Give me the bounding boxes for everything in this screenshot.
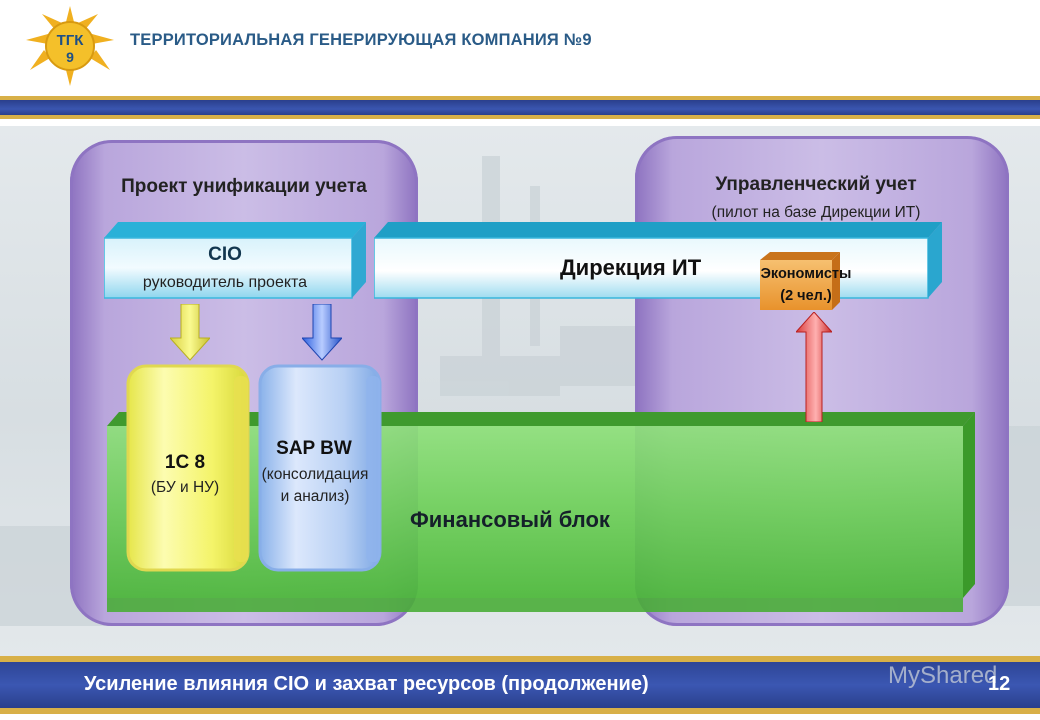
economists-count: (2 чел.) [780, 288, 832, 304]
system-sap-line3: и анализ) [280, 488, 350, 505]
cylinder-1c [126, 364, 250, 572]
right-panel-title: Управленческий учет [715, 174, 917, 195]
blue-down-arrow-icon [302, 304, 342, 361]
cylinder-sap-bw [258, 364, 382, 572]
company-logo: ТГК 9 [26, 6, 114, 86]
finance-block [107, 412, 975, 612]
yellow-down-arrow-icon [170, 304, 210, 361]
diagram-stage [0, 126, 1040, 656]
company-name: ТЕРРИТОРИАЛЬНАЯ ГЕНЕРИРУЮЩАЯ КОМПАНИЯ №9 [130, 31, 592, 49]
system-sap-line2: (консолидация [261, 466, 369, 483]
logo-text: ТГК [57, 32, 85, 49]
top-band [0, 96, 1040, 126]
finance-block-label: Финансовый блок [410, 507, 610, 532]
watermark: MyShared [888, 662, 998, 689]
footer-band [0, 656, 1040, 720]
cio-subtitle: руководитель проекта [142, 274, 308, 291]
right-panel-subtitle: (пилот на базе Дирекции ИТ) [711, 204, 921, 221]
slide-title: Усиление влияния CIO и захват ресурсов (… [84, 673, 649, 695]
directorate-label: Дирекция ИТ [560, 255, 702, 280]
cio-title: CIO [208, 244, 242, 265]
logo-number: 9 [66, 49, 74, 65]
red-up-arrow-icon [796, 312, 832, 422]
system-1c-title: 1С 8 [164, 452, 206, 473]
economists-box [760, 252, 840, 310]
cio-box [104, 222, 366, 299]
left-panel-title: Проект унификации учета [121, 176, 367, 197]
page-number: 12 [988, 673, 1011, 695]
economists-label: Экономисты [760, 266, 852, 282]
system-sap-title: SAP BW [276, 438, 352, 459]
system-1c-subtitle: (БУ и НУ) [150, 479, 220, 496]
header: ТГК 9 ТЕРРИТОРИАЛЬНАЯ ГЕНЕРИРУЮЩАЯ КОМПА… [0, 0, 1040, 96]
